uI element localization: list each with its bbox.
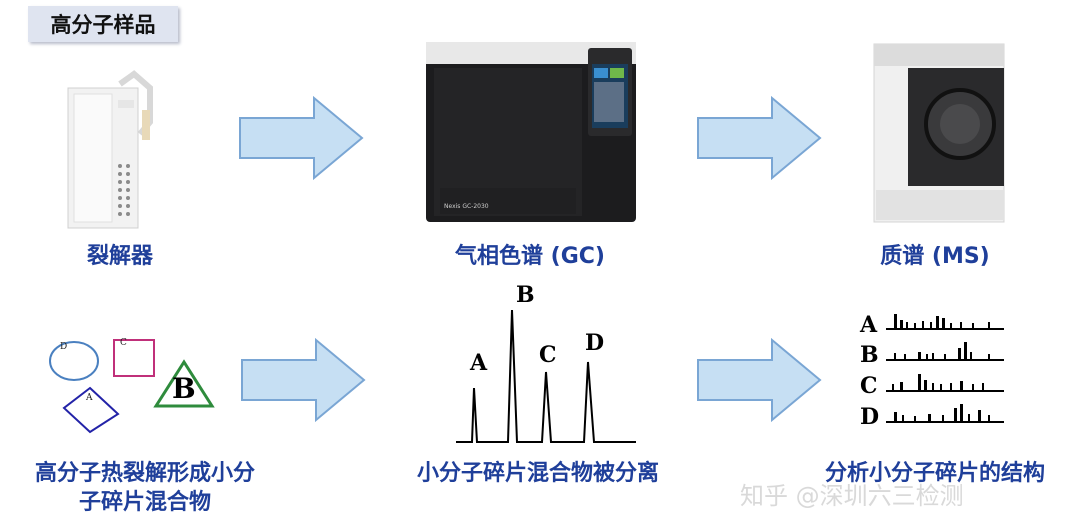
- arrow-3: [241, 338, 366, 422]
- peak-label-d: D: [585, 330, 605, 356]
- gc-instrument-image: Nexis GC-2030: [426, 42, 636, 222]
- fragment-shapes: [49, 339, 215, 434]
- peak-label-c: C: [539, 342, 557, 368]
- step2-caption: 小分子碎片混合物被分离: [416, 461, 659, 486]
- fragment-diamond-label: A: [86, 393, 93, 403]
- step1-caption-line2: 子碎片混合物: [78, 490, 211, 515]
- watermark-text: 知乎 @深圳六三检测: [740, 482, 964, 510]
- fragment-triangle: [153, 359, 215, 408]
- peak-label-a: A: [470, 350, 488, 376]
- chromatogram-trace: [456, 309, 636, 443]
- gc-caption: 气相色谱 (GC): [455, 244, 605, 269]
- peak-label-b: B: [516, 282, 535, 308]
- svg-text:Nexis GC-2030: Nexis GC-2030: [444, 203, 489, 210]
- chromatogram: [456, 309, 636, 443]
- pyrolyzer-caption: 裂解器: [86, 244, 153, 269]
- fragment-square-label: C: [120, 338, 127, 348]
- arrow-4: [697, 338, 822, 422]
- fragment-triangle-label: B: [172, 372, 196, 405]
- step1-caption-line1: 高分子热裂解形成小分: [34, 461, 255, 486]
- ms-row-label-a: A: [860, 312, 878, 338]
- sample-title: 高分子样品: [50, 13, 156, 37]
- ms-row-label-b: B: [860, 342, 879, 368]
- ms-caption: 质谱 (MS): [880, 244, 990, 269]
- ms-spectrum-b: [886, 342, 1004, 361]
- mass-spectra-plots: [886, 314, 1004, 423]
- fragment-circle-label: D: [60, 342, 68, 352]
- fragment-circle: [49, 341, 99, 381]
- arrow-1: [239, 96, 364, 180]
- arrow-2: [697, 96, 822, 180]
- ms-spectrum-d: [886, 404, 1004, 423]
- fragment-diamond: [62, 386, 120, 434]
- ms-row-label-d: D: [860, 404, 880, 430]
- step3-caption: 分析小分子碎片的结构: [824, 461, 1045, 486]
- ms-spectrum-a: [886, 314, 1004, 330]
- fragment-square: [113, 339, 155, 377]
- sample-title-tag: 高分子样品: [28, 6, 178, 42]
- ms-spectrum-c: [886, 374, 1004, 392]
- pyrolyzer-image: [67, 70, 153, 229]
- ms-row-label-c: C: [860, 373, 878, 399]
- ms-instrument-image: [873, 43, 1005, 223]
